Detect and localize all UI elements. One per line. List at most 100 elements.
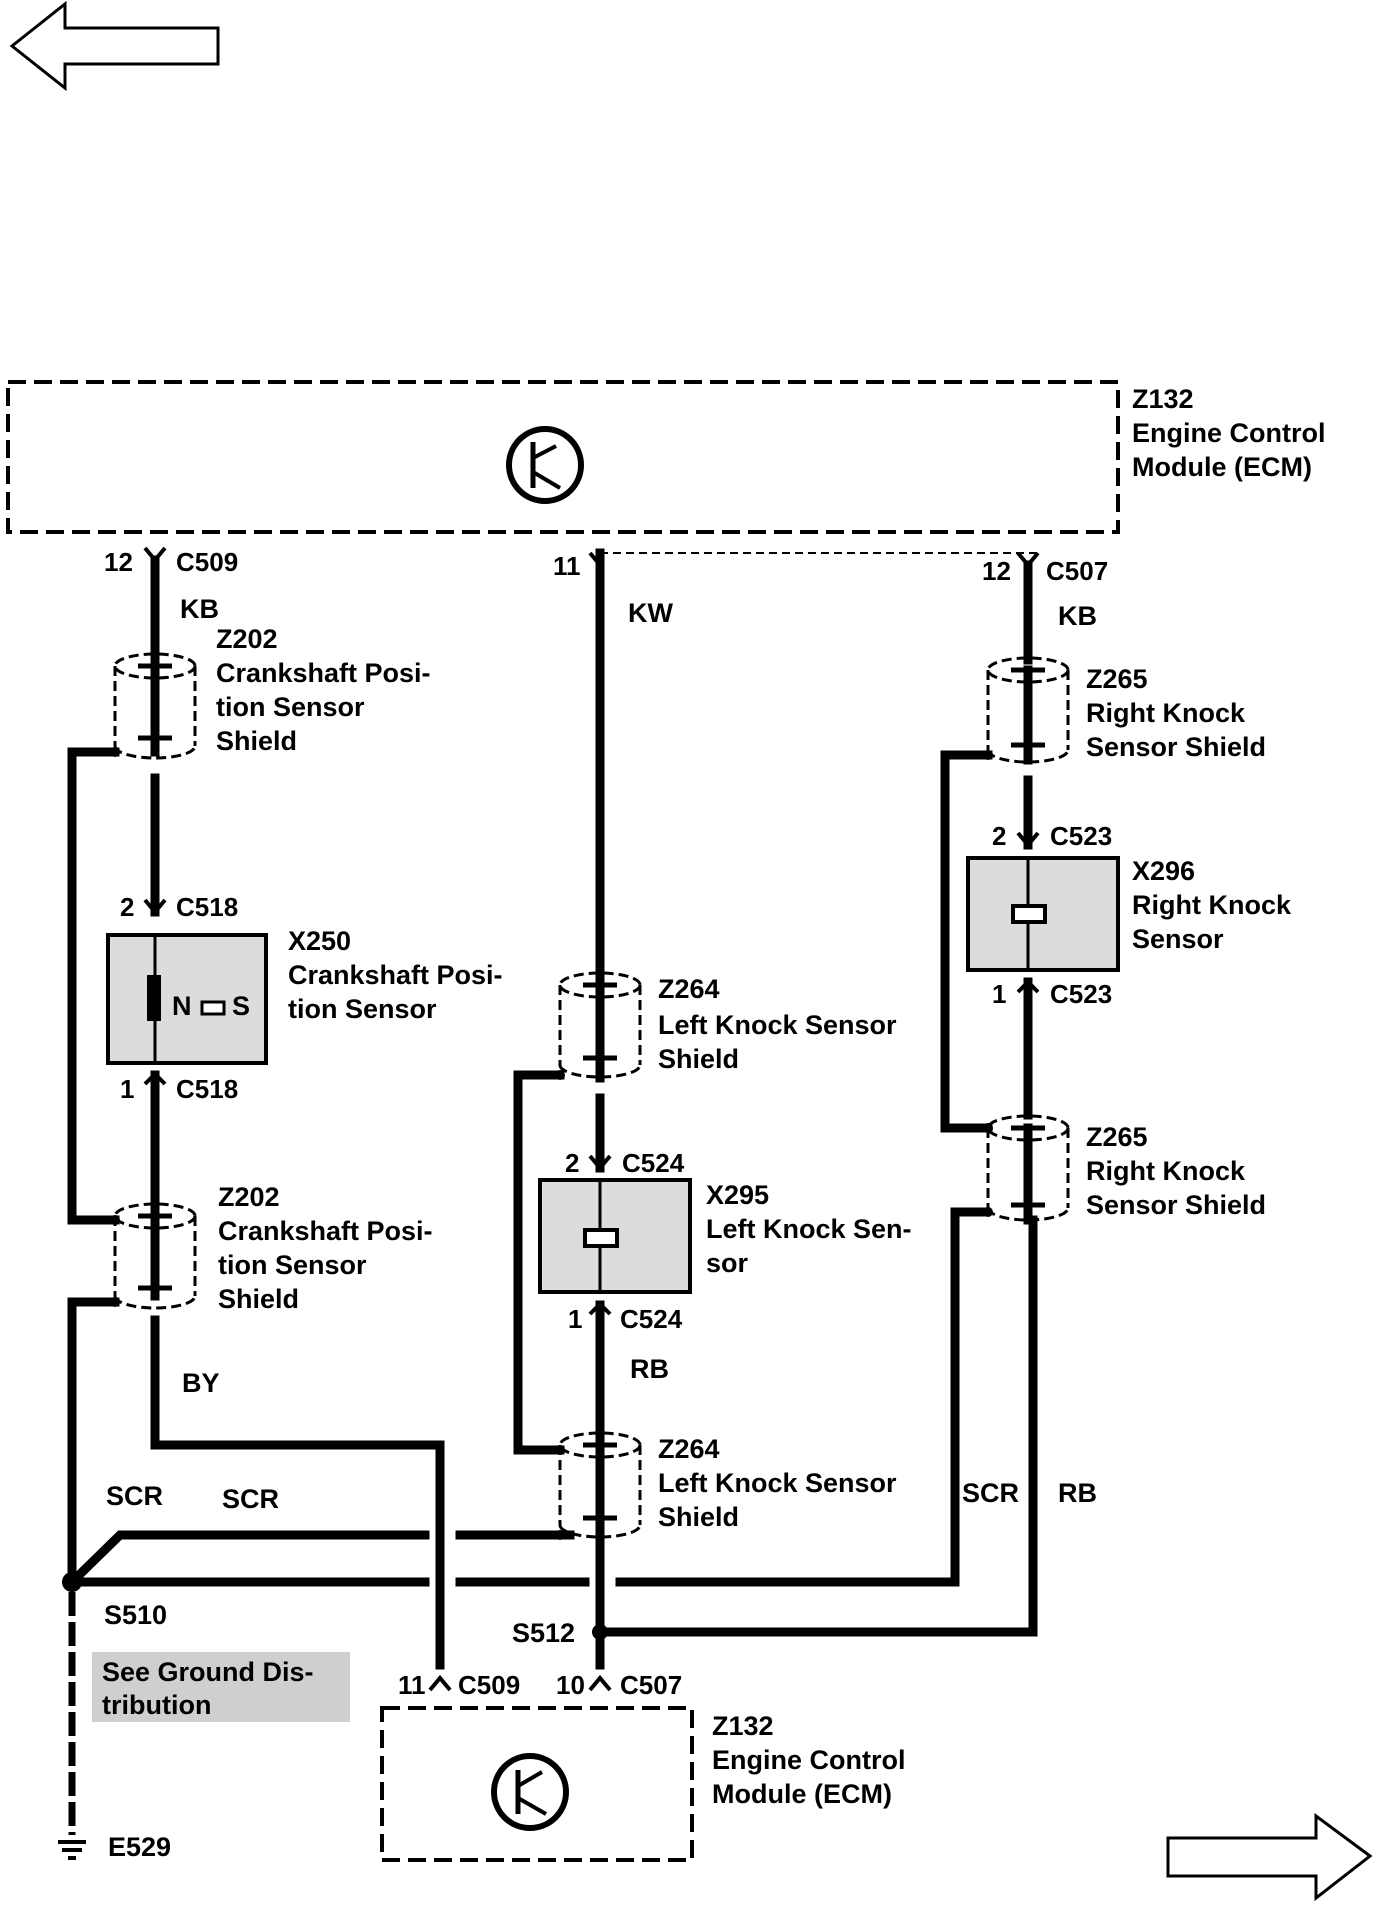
- connector-c509-bottom-icon: [428, 1674, 452, 1692]
- s510-label: S510: [104, 1600, 167, 1630]
- c523-bottom-pin: 1: [992, 979, 1006, 1009]
- c523-bottom-name: C523: [1050, 979, 1112, 1009]
- z265-bottom-line2: Sensor Shield: [1086, 1190, 1266, 1220]
- x250-magnet-icon: [147, 975, 161, 1021]
- z202-bottom-line2: tion Sensor: [218, 1250, 367, 1280]
- wire-z202-bottom-drain: [67, 1297, 120, 1587]
- c507-bottom-pin: 10: [556, 1670, 585, 1700]
- z264-bottom-line2: Shield: [658, 1502, 739, 1532]
- connector-c524-top-icon: [588, 1154, 612, 1172]
- wire-color-scr-right: SCR: [962, 1478, 1019, 1508]
- connector-c509-top-icon: [143, 546, 167, 564]
- wire-color-kb-right: KB: [1058, 601, 1097, 631]
- wire-z265-drain: [940, 750, 993, 1133]
- s512-label: S512: [512, 1618, 575, 1648]
- c518-top-name: C518: [176, 892, 238, 922]
- next-page-arrow-icon[interactable]: [1166, 1813, 1373, 1902]
- wire-scr-right: [615, 1207, 990, 1587]
- x250-pole-s: S: [232, 991, 250, 1021]
- c509-top-name: C509: [176, 547, 238, 577]
- ground-e529-icon: [58, 1840, 86, 1860]
- z264-top-id: Z264: [658, 974, 720, 1004]
- ecm-top-box: [6, 380, 1120, 534]
- wire-color-by: BY: [182, 1368, 220, 1398]
- c523-top-name: C523: [1050, 821, 1112, 851]
- ground-note-line2: tribution: [102, 1690, 211, 1720]
- ground-note-line1: See Ground Dis-: [102, 1657, 314, 1687]
- wire-color-rb-right: RB: [1058, 1478, 1097, 1508]
- ecm-top-name-line1: Engine Control: [1132, 418, 1325, 448]
- c524-bottom-pin: 1: [568, 1304, 582, 1334]
- wire-color-scr-2: SCR: [222, 1484, 279, 1514]
- c523-top-pin: 2: [992, 821, 1006, 851]
- x250-id: X250: [288, 926, 351, 956]
- z265-top-line2: Sensor Shield: [1086, 732, 1266, 762]
- wire-by: [150, 1315, 445, 1670]
- connector-c524-bottom-icon: [588, 1301, 612, 1316]
- c518-top-pin: 2: [120, 892, 134, 922]
- ecm-top-id: Z132: [1132, 384, 1194, 414]
- wire-z264-drain: [513, 1070, 565, 1455]
- prev-page-arrow-icon[interactable]: [9, 0, 220, 92]
- z202-bottom-line1: Crankshaft Posi-: [218, 1216, 433, 1246]
- z265-top-line1: Right Knock: [1086, 698, 1246, 728]
- x295-piezo-icon: [583, 1228, 619, 1248]
- connector-c518-bottom-icon: [143, 1071, 167, 1086]
- c518-bottom-pin: 1: [120, 1074, 134, 1104]
- z202-bottom-id: Z202: [218, 1182, 280, 1212]
- c509-bottom-pin: 11: [398, 1670, 426, 1700]
- wire-color-kw: KW: [628, 598, 673, 628]
- connector-c507-top-icon: [1016, 551, 1040, 569]
- wire-z202-drain: [67, 747, 120, 1225]
- x250-line1: Crankshaft Posi-: [288, 960, 503, 990]
- x296-id: X296: [1132, 856, 1195, 886]
- z264-bottom-line1: Left Knock Sensor: [658, 1468, 897, 1498]
- x250-line2: tion Sensor: [288, 994, 437, 1024]
- c524-bottom-name: C524: [620, 1304, 683, 1334]
- x296-line2: Sensor: [1132, 924, 1224, 954]
- ecm-top-transistor-icon: [506, 426, 584, 504]
- z264-top-line1: Left Knock Sensor: [658, 1010, 897, 1040]
- c518-bottom-name: C518: [176, 1074, 238, 1104]
- connector-c507-bottom-icon: [588, 1674, 612, 1692]
- e529-label: E529: [108, 1832, 171, 1862]
- z264-top-line2: Shield: [658, 1044, 739, 1074]
- x250-pole-n: N: [172, 991, 192, 1021]
- sensor-x250-box: [106, 933, 268, 1065]
- ecm-bottom-transistor-icon: [491, 1753, 569, 1831]
- z202-top-line2: tion Sensor: [216, 692, 365, 722]
- wire-color-kb-left: KB: [180, 594, 219, 624]
- z202-top-line1: Crankshaft Posi-: [216, 658, 431, 688]
- x296-line1: Right Knock: [1132, 890, 1292, 920]
- z265-bottom-id: Z265: [1086, 1122, 1148, 1152]
- connector-c523-bottom-icon: [1016, 979, 1040, 994]
- wire-scr-1: [65, 1530, 430, 1589]
- z202-top-id: Z202: [216, 624, 278, 654]
- c524-top-pin: 2: [565, 1148, 579, 1178]
- splice-s510-icon: [62, 1572, 82, 1592]
- kw-top-pin: 11: [553, 551, 581, 581]
- x296-piezo-icon: [1011, 904, 1047, 924]
- ecm-bottom-box: [380, 1706, 694, 1862]
- c507-top-pin: 12: [982, 556, 1011, 586]
- x295-line1: Left Knock Sen-: [706, 1214, 912, 1244]
- z264-bottom-id: Z264: [658, 1434, 720, 1464]
- z202-top-line3: Shield: [216, 726, 297, 756]
- wire-color-scr-1: SCR: [106, 1481, 163, 1511]
- connector-c518-top-icon: [143, 898, 167, 916]
- ground-note-box: [92, 1652, 350, 1722]
- ecm-bottom-id: Z132: [712, 1711, 774, 1741]
- c524-top-name: C524: [622, 1148, 685, 1178]
- ecm-bottom-name-line2: Module (ECM): [712, 1779, 892, 1809]
- c509-top-pin: 12: [104, 547, 133, 577]
- c507-top-name: C507: [1046, 556, 1108, 586]
- wire-color-rb-mid: RB: [630, 1354, 669, 1384]
- ecm-top-name-line2: Module (ECM): [1132, 452, 1312, 482]
- c509-bottom-name: C509: [458, 1670, 520, 1700]
- z202-bottom-line3: Shield: [218, 1284, 299, 1314]
- x295-line2: sor: [706, 1248, 749, 1278]
- x295-id: X295: [706, 1180, 769, 1210]
- z265-top-id: Z265: [1086, 664, 1148, 694]
- ecm-bottom-name-line1: Engine Control: [712, 1745, 905, 1775]
